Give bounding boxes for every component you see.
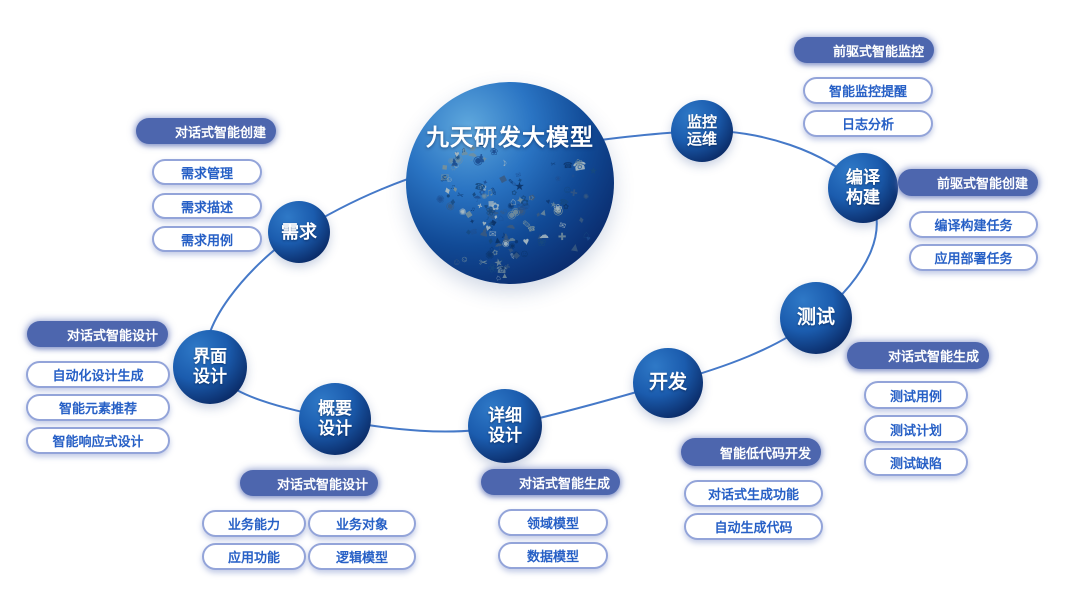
group-req-create-header: 对话式智能创建 <box>136 118 276 144</box>
pill-test-case: 测试用例 <box>864 381 968 409</box>
node-requirements: 需求 <box>268 201 330 263</box>
group-design-gen-header: 对话式智能生成 <box>481 469 620 495</box>
group-test-gen-header: 对话式智能生成 <box>847 342 989 369</box>
pill-auto-code: 自动生成代码 <box>684 513 823 540</box>
group-monitor-header: 前驱式智能监控 <box>794 37 934 63</box>
sphere-icon-mosaic: ✎★♫✂■✚✦✎✦◆♟♥●✂◉☺♟◉✦✈♦◉✺✺☂◆■◆☺☂♫♫★☺◉✦■✎✿♦… <box>435 141 598 283</box>
group-build-create-header: 前驱式智能创建 <box>898 169 1038 196</box>
node-outline-design: 概要 设计 <box>299 383 371 455</box>
node-build: 编译 构建 <box>828 153 898 223</box>
group-design-2x2-header: 对话式智能设计 <box>240 470 378 496</box>
pill-domain-model: 领域模型 <box>498 509 608 536</box>
node-monitor-ops: 监控 运维 <box>671 100 733 162</box>
central-model-sphere: ✎★♫✂■✚✦✎✦◆♟♥●✂◉☺♟◉✦✈♦◉✺✺☂◆■◆☺☂♫♫★☺◉✦■✎✿♦… <box>406 82 614 284</box>
pill-monitor-alert: 智能监控提醒 <box>803 77 933 104</box>
pill-smart-responsive: 智能响应式设计 <box>26 427 170 454</box>
pill-build-task: 编译构建任务 <box>909 211 1038 238</box>
pill-conversational-function: 对话式生成功能 <box>684 480 823 507</box>
pill-req-usecase: 需求用例 <box>152 226 262 252</box>
pill-deploy-task: 应用部署任务 <box>909 244 1038 271</box>
pill-req-description: 需求描述 <box>152 193 262 219</box>
node-testing: 测试 <box>780 282 852 354</box>
pill-log-analysis: 日志分析 <box>803 110 933 137</box>
pill-data-model: 数据模型 <box>498 542 608 569</box>
pill-test-defect: 测试缺陷 <box>864 448 968 476</box>
node-detailed-design: 详细 设计 <box>468 389 542 463</box>
pill-business-object: 业务对象 <box>308 510 416 537</box>
pill-app-function: 应用功能 <box>202 543 306 570</box>
pill-business-capability: 业务能力 <box>202 510 306 537</box>
central-model-title: 九天研发大模型 <box>426 124 594 150</box>
pill-smart-element: 智能元素推荐 <box>26 394 170 421</box>
pill-auto-design-gen: 自动化设计生成 <box>26 361 170 388</box>
group-ui-design-header: 对话式智能设计 <box>27 321 168 347</box>
node-ui-design: 界面 设计 <box>173 330 247 404</box>
pill-logic-model: 逻辑模型 <box>308 543 416 570</box>
node-development: 开发 <box>633 348 703 418</box>
pill-req-management: 需求管理 <box>152 159 262 185</box>
group-lowcode-header: 智能低代码开发 <box>681 438 821 466</box>
pill-test-plan: 测试计划 <box>864 415 968 443</box>
